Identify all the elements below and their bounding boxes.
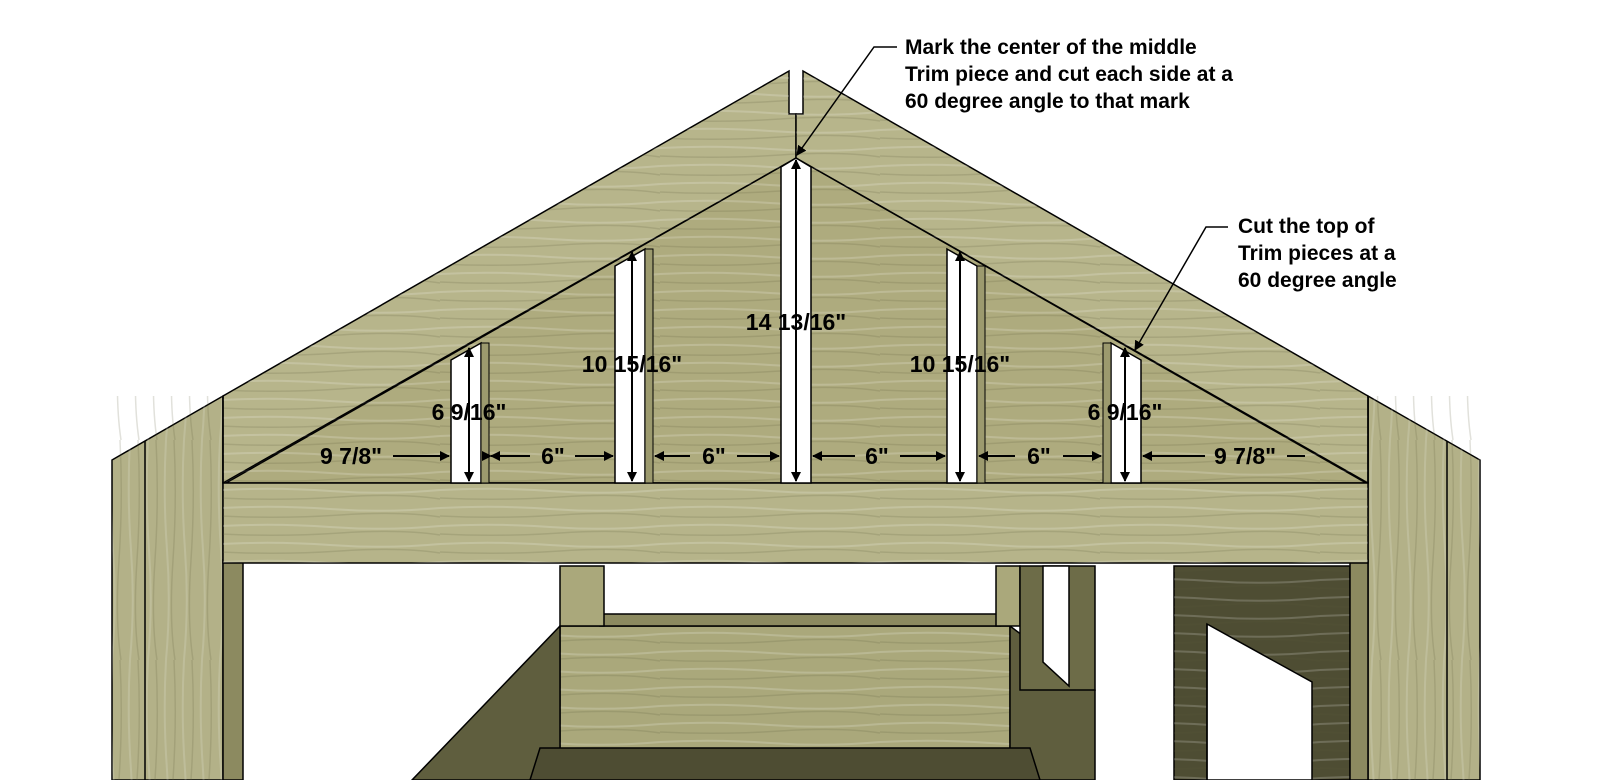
left-wall	[111, 394, 244, 780]
top-cut-line-2: Trim pieces at a	[1238, 242, 1396, 265]
spacing-label-2: 6"	[541, 443, 565, 469]
roof-fascia	[222, 69, 1369, 485]
top-cut-line-1: Cut the top of	[1238, 215, 1375, 238]
spacing-labels: 9 7/8" 6" 6" 6" 6" 9 7/8"	[320, 443, 1276, 469]
spacing-label-3: 6"	[702, 443, 726, 469]
height-arrows	[464, 159, 1130, 482]
height-label-2: 10 15/16"	[582, 351, 682, 377]
height-label-5: 6 9/16"	[1088, 399, 1163, 425]
center-mark-line-1: Mark the center of the middle	[905, 36, 1197, 59]
spacing-label-6: 9 7/8"	[1214, 443, 1276, 469]
header-beam	[222, 482, 1369, 564]
height-label-center: 14 13/16"	[746, 309, 846, 335]
top-cut-leader	[1134, 226, 1228, 351]
top-cut-line-3: 60 degree angle	[1238, 269, 1397, 292]
center-mark-callout: Mark the center of the middle Trim piece…	[905, 34, 1233, 115]
top-cut-callout: Cut the top of Trim pieces at a 60 degre…	[1238, 213, 1397, 294]
center-mark-line-3: 60 degree angle to that mark	[905, 90, 1190, 113]
right-wall	[1349, 394, 1481, 780]
center-mark-line-2: Trim piece and cut each side at a	[905, 63, 1233, 86]
spacing-label-4: 6"	[865, 443, 889, 469]
spacing-label-5: 6"	[1027, 443, 1051, 469]
trim-pieces	[450, 157, 1142, 484]
spacing-label-1: 9 7/8"	[320, 443, 382, 469]
callout-leaders	[796, 46, 1228, 351]
interior	[410, 565, 1351, 780]
height-label-4: 10 15/16"	[910, 351, 1010, 377]
center-mark-leader	[796, 46, 897, 156]
height-labels: 6 9/16" 10 15/16" 14 13/16" 10 15/16" 6 …	[432, 309, 1163, 425]
height-label-1: 6 9/16"	[432, 399, 507, 425]
